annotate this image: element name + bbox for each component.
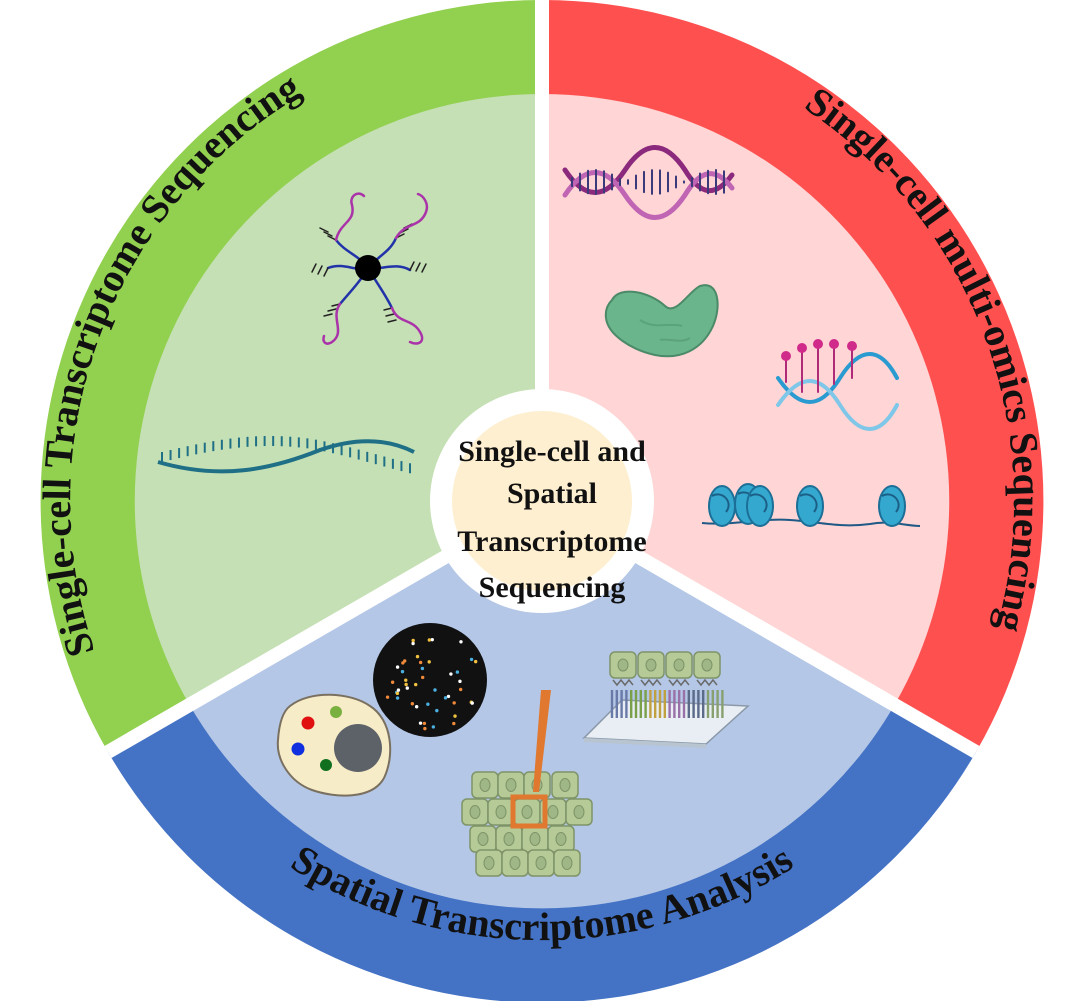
center-disc: [452, 411, 632, 591]
barcoded-bead-icon: [311, 192, 429, 345]
protein-blob-icon: [604, 284, 719, 358]
fish-stained-cell-icon: [276, 693, 392, 797]
microscope-field-icon: [373, 623, 487, 737]
center-title-line-2: Spatial: [507, 477, 597, 510]
center-title-line-1: Single-cell and: [458, 435, 646, 468]
mrna-strand-icon: [157, 436, 415, 474]
methylated-dna-icon: [776, 339, 899, 431]
center-title: Single-cell and Spatial Transcriptome Se…: [457, 435, 646, 604]
center-title-line-3: Transcriptome: [457, 525, 646, 558]
laser-capture-tissue-icon: [461, 690, 593, 877]
dna-double-helix-icon: [562, 145, 735, 220]
segment-inner-multiomics: [542, 93, 950, 704]
center-title-line-4: Sequencing: [479, 571, 626, 604]
nucleosome-chromatin-icon: [701, 483, 921, 527]
spatial-array-slide-icon: [582, 651, 750, 748]
segment-inner-transcriptome: [134, 93, 542, 704]
